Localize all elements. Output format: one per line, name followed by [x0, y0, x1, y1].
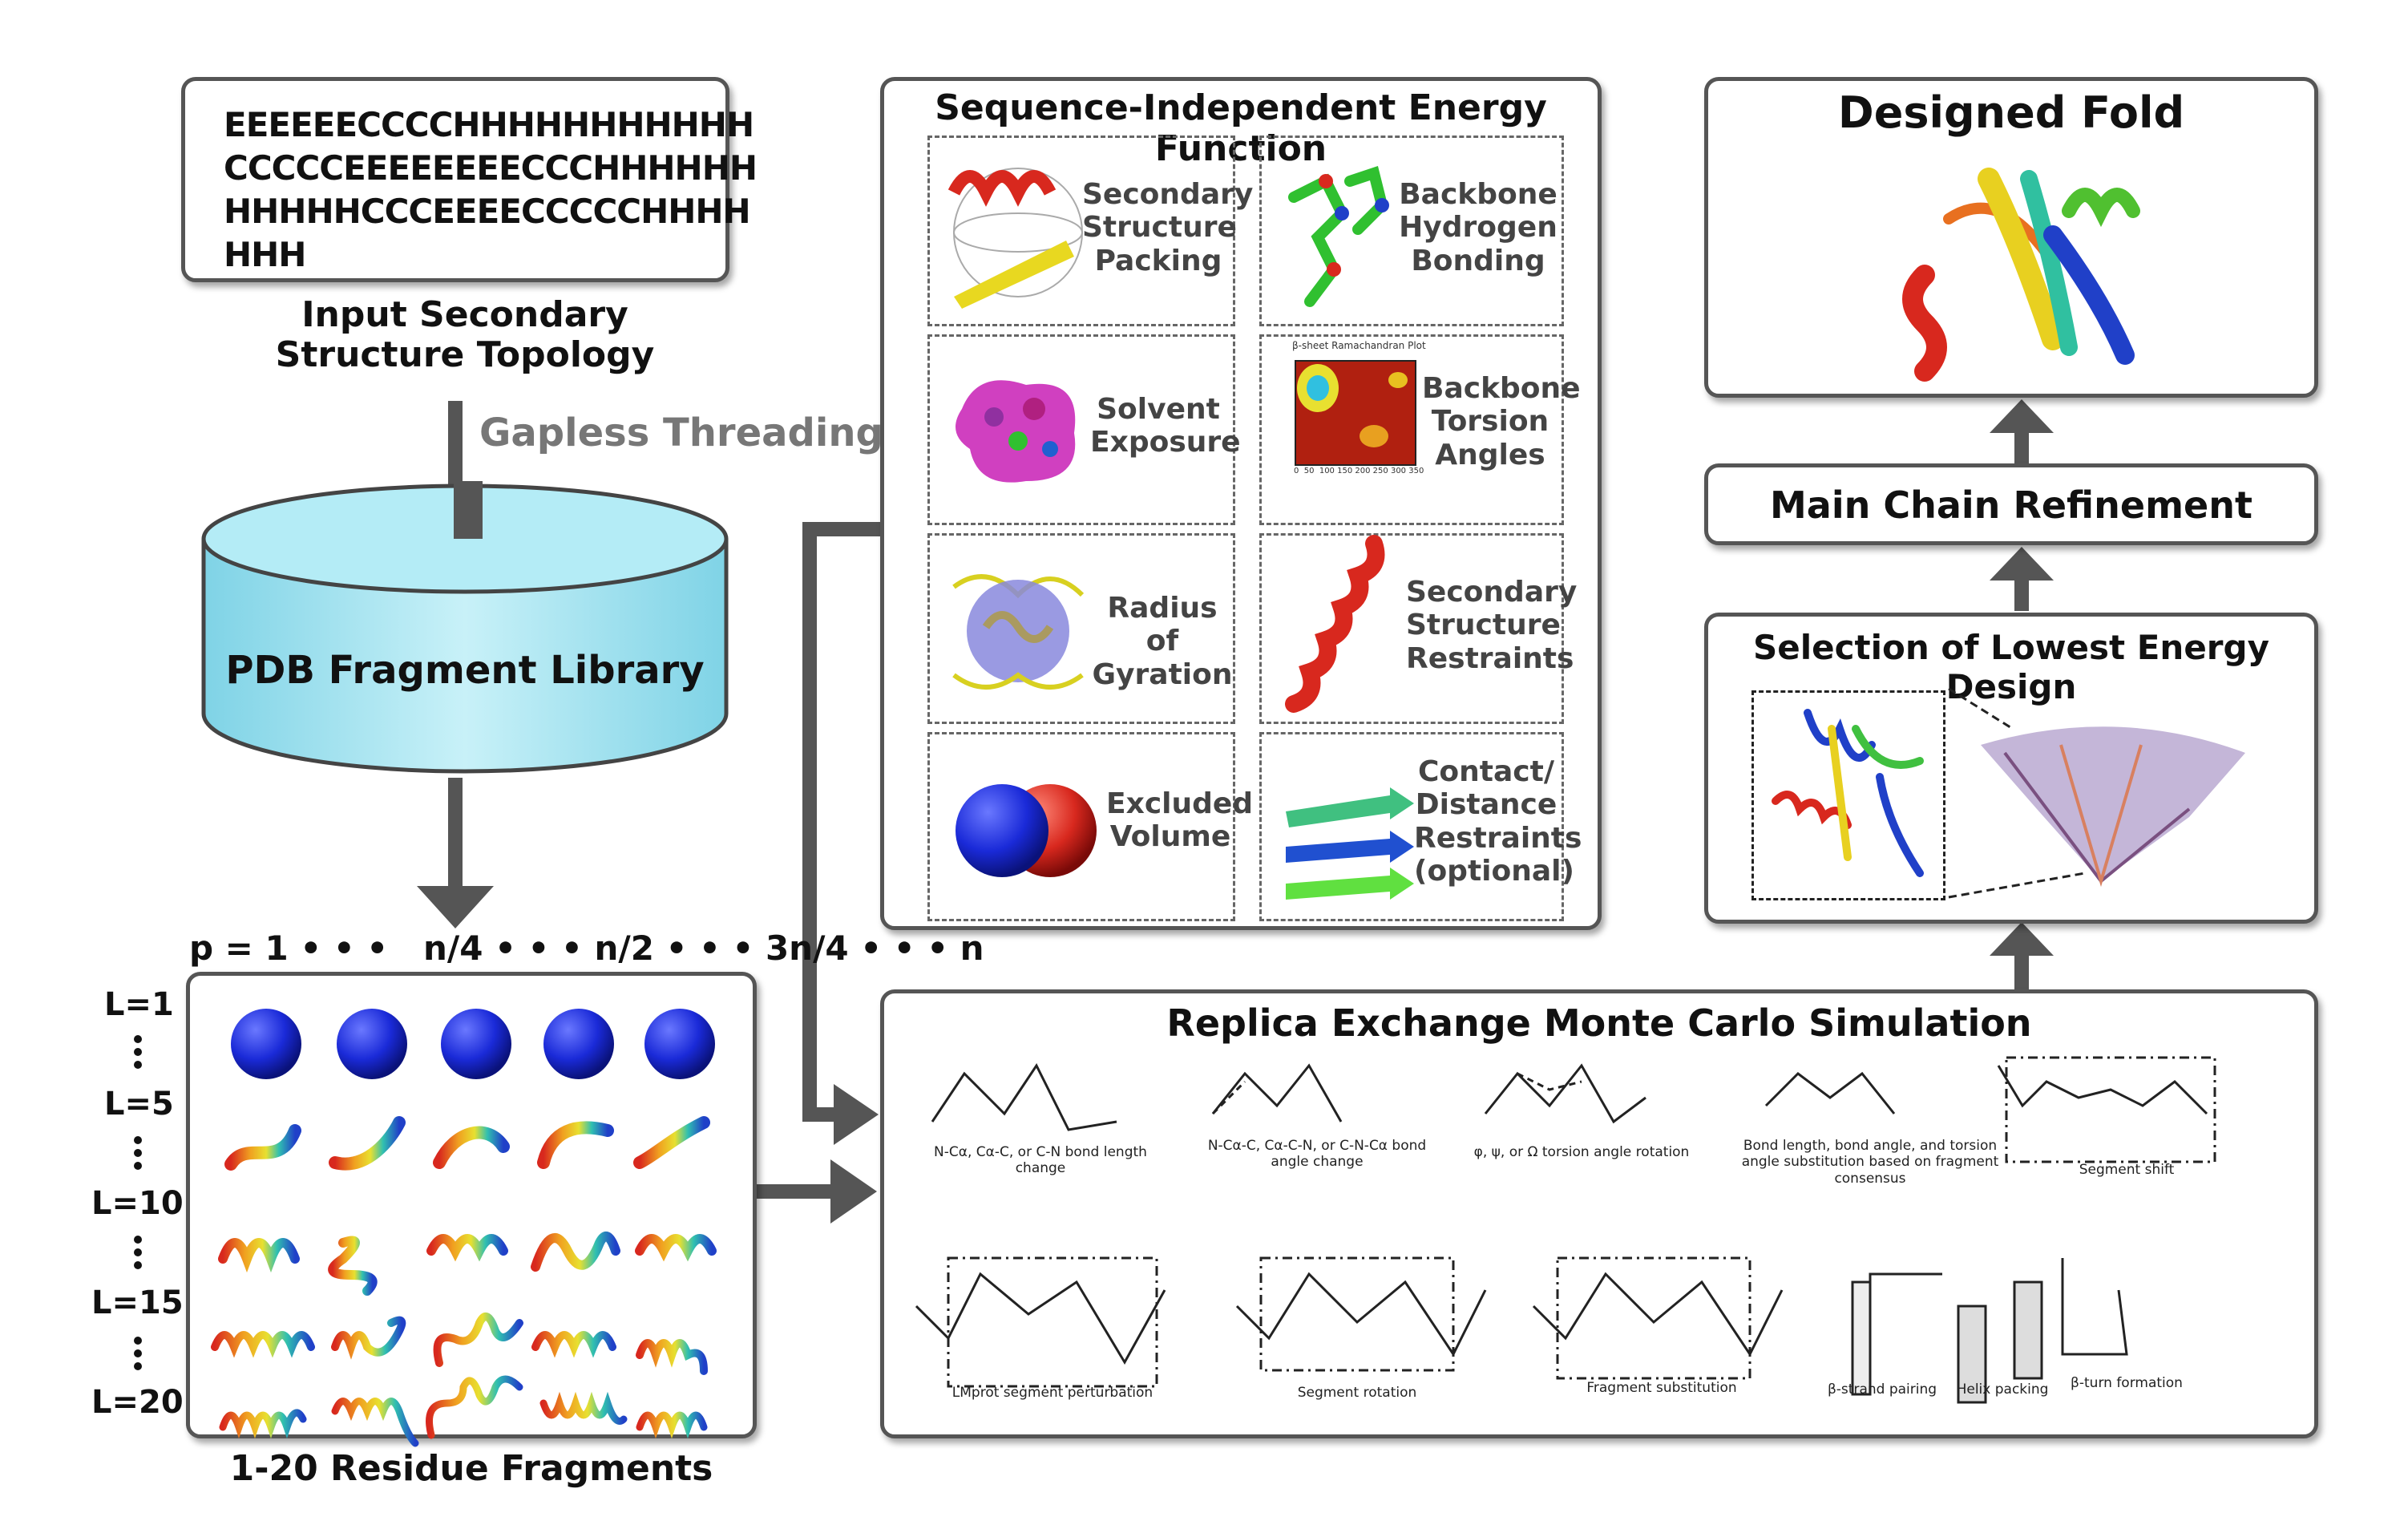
- energy-term-label: Backbone Torsion Angles: [1422, 372, 1581, 471]
- fragment-images: [211, 1009, 717, 1447]
- move-caption: LMprot segment perturbation: [951, 1385, 1153, 1401]
- designed-fold-box: Designed Fold: [1704, 77, 2318, 398]
- energy-term-cell: Secondary Structure Restraints: [1259, 533, 1578, 724]
- remc-move-diagrams: [915, 1056, 2216, 1404]
- excluded-volume-icon: [956, 784, 1097, 877]
- energy-term-cell: Backbone Hydrogen Bonding: [1259, 136, 1564, 326]
- energy-term-cell: Radius of Gyration: [927, 533, 1235, 724]
- sequence-line: HHHHHCCCEEEECCCCCHHHH: [224, 192, 751, 231]
- energy-term-label: Solvent Exposure: [1090, 393, 1241, 459]
- length-label: L=1: [104, 986, 174, 1023]
- ramachandran-title: β-sheet Ramachandran Plot: [1292, 340, 1426, 351]
- refinement-title: Main Chain Refinement: [1770, 483, 2252, 527]
- selected-structure-frame: [1751, 690, 1945, 900]
- move-caption: β-strand pairing: [1827, 1381, 1937, 1398]
- move-caption: φ, ψ, or Ω torsion angle rotation: [1473, 1144, 1690, 1160]
- length-label: L=15: [91, 1284, 184, 1321]
- move-caption: Fragment substitution: [1586, 1380, 1737, 1396]
- move-caption: Helix packing: [1956, 1381, 2049, 1398]
- sequence-text: EEEEEECCCCHHHHHHHHHHH CCCCCEEEEEEEECCCHH…: [224, 103, 758, 277]
- radius-gyration-icon: [952, 574, 1085, 690]
- selected-structure-image: [1772, 709, 1924, 877]
- energy-term-label: Excluded Volume: [1106, 787, 1254, 854]
- solvent-exposure-icon: [956, 380, 1076, 483]
- sequence-line: HHH: [224, 235, 306, 274]
- sequence-line: EEEEEECCCCHHHHHHHHHHH: [224, 105, 754, 144]
- move-caption: Segment rotation: [1297, 1385, 1417, 1401]
- helix-packing-icon: [947, 168, 1083, 309]
- input-topology-box: EEEEEECCCCHHHHHHHHHHH CCCCCEEEEEEEECCCHH…: [181, 77, 758, 282]
- energy-term-cell: β-sheet Ramachandran Plot 0 50 100 150 2…: [1259, 334, 1581, 525]
- selection-title: Selection of Lowest Energy Design: [1753, 628, 2269, 706]
- residue-sphere: [644, 1009, 715, 1079]
- contact-restraint-icon: [1286, 787, 1414, 900]
- length-label: L=5: [104, 1086, 174, 1123]
- energy-landscape-image: [1948, 687, 2245, 899]
- length-label: L=10: [91, 1185, 184, 1222]
- move-caption: β-turn formation: [2071, 1375, 2183, 1391]
- energy-term-cell: Contact/ Distance Restraints (optional): [1259, 732, 1582, 921]
- designed-fold-title: Designed Fold: [1837, 87, 2185, 138]
- pdb-library-cylinder: [201, 481, 729, 774]
- energy-function-title: Sequence-Independent Energy Function: [935, 87, 1547, 169]
- sequence-line: CCCCCEEEEEEEECCCHHHHHH: [224, 148, 758, 188]
- hydrogen-bond-icon: [1288, 165, 1389, 307]
- energy-term-cell: Secondary Structure Packing: [927, 136, 1254, 326]
- energy-term-cell: Solvent Exposure: [927, 334, 1241, 525]
- remc-box: Replica Exchange Monte Carlo Simulation: [880, 989, 2318, 1438]
- ramachandran-ticks: 0 50 100 150 200 250 300 350: [1294, 467, 1424, 475]
- pdb-library-label: PDB Fragment Library: [225, 648, 705, 693]
- energy-term-label: Secondary Structure Restraints: [1406, 576, 1578, 675]
- input-topology-label: Input Secondary Structure Topology: [275, 294, 655, 375]
- residue-sphere: [231, 1009, 301, 1079]
- helix-restraint-icon: [1285, 535, 1385, 713]
- residue-sphere: [543, 1009, 614, 1079]
- fragment-dots: [134, 1035, 142, 1370]
- move-caption: Bond length, bond angle, and torsion ang…: [1741, 1138, 1999, 1187]
- remc-title: Replica Exchange Monte Carlo Simulation: [1166, 1001, 2032, 1045]
- move-caption: Segment shift: [2079, 1162, 2175, 1178]
- move-caption: N-Cα-C, Cα-C-N, or C-N-Cα bond angle cha…: [1207, 1138, 1427, 1171]
- move-caption: N-Cα, Cα-C, or C-N bond length change: [934, 1144, 1147, 1177]
- refinement-box: Main Chain Refinement: [1704, 463, 2318, 545]
- energy-term-label: Contact/ Distance Restraints (optional): [1414, 755, 1582, 888]
- gapless-threading-label: Gapless Threading: [479, 411, 883, 455]
- length-label: L=20: [91, 1384, 184, 1421]
- selection-box: Selection of Lowest Energy Design: [1704, 613, 2318, 924]
- energy-term-label: Radius of Gyration: [1092, 592, 1233, 691]
- residue-sphere: [441, 1009, 511, 1079]
- fragment-positions-label: p = 1 • • • n/4 • • • n/2 • • • 3n/4 • •…: [189, 928, 984, 968]
- residue-sphere: [337, 1009, 407, 1079]
- energy-term-label: Secondary Structure Packing: [1082, 178, 1254, 277]
- designed-fold-image: [1902, 168, 2140, 382]
- fragment-caption: 1-20 Residue Fragments: [229, 1448, 713, 1489]
- energy-term-label: Backbone Hydrogen Bonding: [1399, 178, 1558, 277]
- energy-term-cell: Excluded Volume: [927, 732, 1254, 921]
- energy-function-box: Sequence-Independent Energy Function Sec…: [880, 77, 1602, 930]
- ramachandran-plot: [1295, 360, 1416, 466]
